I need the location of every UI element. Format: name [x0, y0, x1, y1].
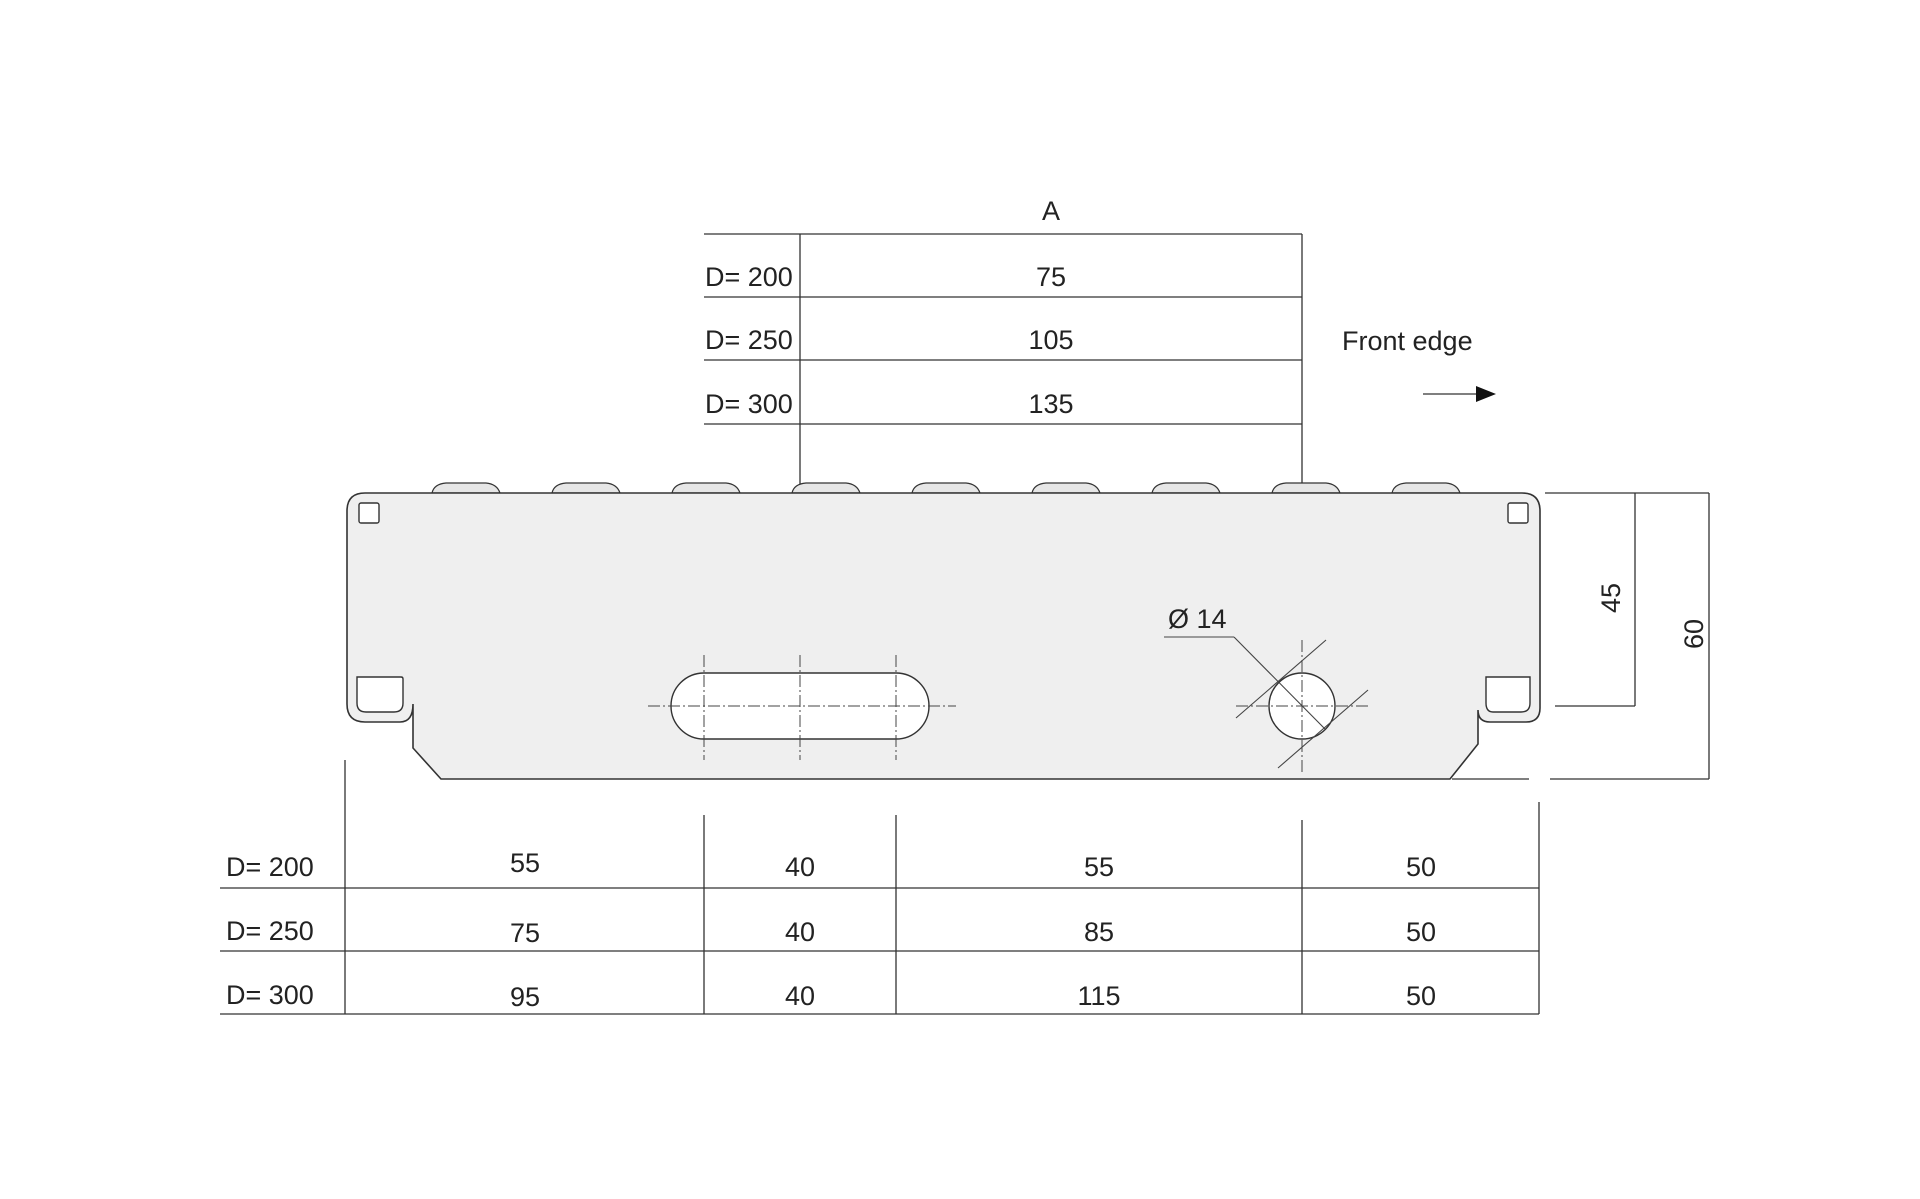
top-table-row-value: 105 [1028, 325, 1073, 355]
bottom-table-cell: 40 [785, 917, 815, 947]
top-dimension-table: A D= 200 75 D= 250 105 D= 300 135 [704, 196, 1303, 605]
dim-60-label: 60 [1679, 619, 1709, 649]
lower-tab-opening [356, 676, 404, 713]
bottom-table-cell: 55 [510, 848, 540, 878]
front-edge-label: Front edge [1342, 326, 1473, 356]
hole-diameter-label: Ø 14 [1168, 604, 1227, 634]
top-table-row-label: D= 300 [705, 389, 793, 419]
bottom-table-cell: 75 [510, 918, 540, 948]
side-dimensions: 45 60 [1452, 492, 1710, 780]
top-table-row-value: 75 [1036, 262, 1066, 292]
top-table-row-value: 135 [1028, 389, 1073, 419]
corner-notch [358, 502, 380, 524]
top-ribs [431, 482, 1461, 494]
top-table-row-label: D= 250 [705, 325, 793, 355]
bottom-table-row-label: D= 300 [226, 980, 314, 1010]
bottom-table-cell: 95 [510, 982, 540, 1012]
bottom-table-row-label: D= 200 [226, 852, 314, 882]
lower-tab-opening [1485, 676, 1531, 713]
bottom-table-cell: 50 [1406, 852, 1436, 882]
bottom-table-cell: 50 [1406, 917, 1436, 947]
bracket-plate [346, 492, 1541, 780]
bottom-table-cell: 115 [1077, 981, 1120, 1011]
arrow-right-icon [1423, 386, 1496, 402]
dim-45-label: 45 [1596, 583, 1626, 613]
bottom-table-row-label: D= 250 [226, 916, 314, 946]
bottom-table-cell: 55 [1084, 852, 1114, 882]
top-table-row-label: D= 200 [705, 262, 793, 292]
top-table-header: A [1042, 196, 1060, 226]
bottom-table-cell: 40 [785, 852, 815, 882]
bottom-table-cell: 85 [1084, 917, 1114, 947]
bottom-table-cell: 40 [785, 981, 815, 1011]
corner-notch [1507, 502, 1529, 524]
bottom-dimension-table: D= 200 55 40 55 50 D= 250 75 40 85 50 D=… [220, 760, 1540, 1015]
bottom-table-cell: 50 [1406, 981, 1436, 1011]
